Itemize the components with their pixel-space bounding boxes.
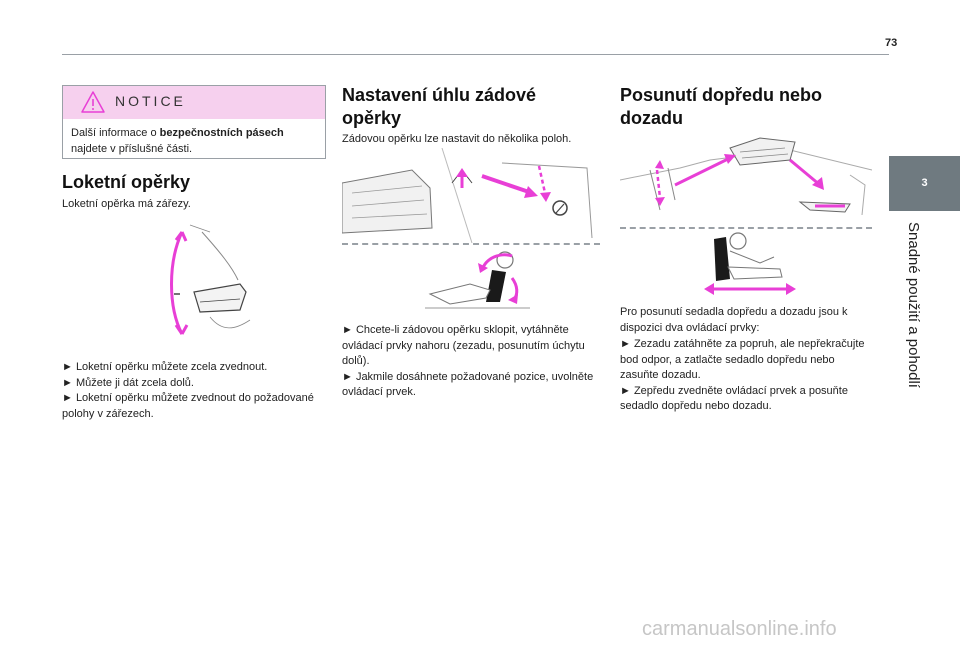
backrest-heading: Nastavení úhlu zádové opěrky: [342, 85, 537, 128]
chapter-tab[interactable]: 3: [889, 156, 960, 211]
armrests-step: ► Loketní opěrku můžete zcela zvednout.: [62, 361, 268, 373]
armrests-step: ► Můžete ji dát zcela dolů.: [62, 376, 194, 389]
notice-bold-link: bezpečnostních pásech: [159, 127, 284, 139]
backrest-instructions: ► Chcete-li zádovou opěrku sklopit, vytá…: [342, 323, 597, 401]
page-number: 73: [885, 37, 898, 49]
armrests-step: ► Loketní opěrku můžete zvednout do poža…: [62, 392, 314, 420]
backrest-step: ► Jakmile dosáhnete požadované pozice, u…: [342, 370, 594, 399]
chapter-number: 3: [921, 177, 928, 189]
slide-instructions: ► Zezadu zatáhněte za popruh, ale nepřek…: [620, 337, 875, 415]
backrest-step: ► Chcete-li zádovou opěrku sklopit, vytá…: [342, 324, 585, 367]
slide-heading: Posunutí dopředu nebo dozadu: [620, 85, 822, 128]
armrests-instructions: ► Loketní opěrku můžete zcela zvednout. …: [62, 360, 324, 422]
armrests-heading: Loketní opěrky: [62, 172, 191, 192]
notice-box: NOTICE Další informace o bezpečnostních …: [62, 85, 326, 159]
slide-step: ► Zezadu zatáhněte za popruh, ale nepřek…: [620, 338, 865, 381]
divider: [342, 243, 600, 245]
divider: [620, 227, 872, 229]
slide-step: ► Zepředu zvedněte ovládací prvek a posu…: [620, 384, 848, 413]
slide-intro: Pro posunutí sedadla dopředu a dozadu js…: [620, 306, 848, 334]
notice-title: NOTICE: [115, 93, 186, 109]
seat-recline-pictogram: [425, 251, 530, 309]
armrest-illustration: [170, 224, 251, 335]
backrest-control-illustration: [342, 148, 600, 243]
watermark: carmanualsonline.info: [642, 618, 837, 640]
warning-icon: [81, 91, 105, 113]
header-rule: [62, 54, 889, 55]
seat-slide-pictogram: [704, 232, 796, 295]
armrests-intro: Loketní opěrka má zářezy.: [62, 198, 191, 210]
chapter-title: Snadné použití a pohodlí: [905, 222, 922, 388]
backrest-intro: Zádovou opěrku lze nastavit do několika …: [342, 133, 572, 145]
seat-slide-control-illustration: [620, 130, 872, 225]
notice-text: Další informace o bezpečnostních pásech …: [71, 127, 284, 155]
notice-header: NOTICE: [63, 86, 325, 119]
